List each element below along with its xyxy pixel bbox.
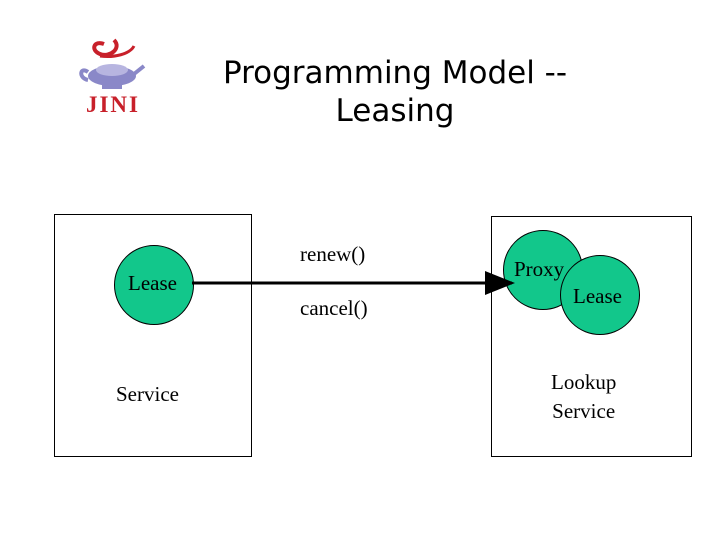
service-lease-node xyxy=(114,245,194,325)
lookup-service-label-line-1: Lookup xyxy=(551,370,617,394)
lookup-service-label-line-2: Service xyxy=(552,399,616,423)
slide-title-line-2: Leasing xyxy=(335,93,455,129)
service-label: Service xyxy=(116,382,179,406)
slide-title: Programming Model -- Leasing xyxy=(160,54,630,130)
jini-genie-lamp-icon xyxy=(79,38,146,89)
lookup-lease-label: Lease xyxy=(573,284,622,308)
service-lease-label: Lease xyxy=(128,271,177,295)
jini-logo: JINI xyxy=(74,36,150,122)
cancel-method-label: cancel() xyxy=(300,296,368,320)
jini-logo-text: JINI xyxy=(85,92,140,117)
lookup-service-label: Lookup Service xyxy=(551,368,616,426)
lookup-lease-node xyxy=(560,255,640,335)
renew-method-label: renew() xyxy=(300,242,366,266)
slide-title-line-1: Programming Model -- xyxy=(222,55,568,91)
proxy-label: Proxy xyxy=(514,257,565,281)
